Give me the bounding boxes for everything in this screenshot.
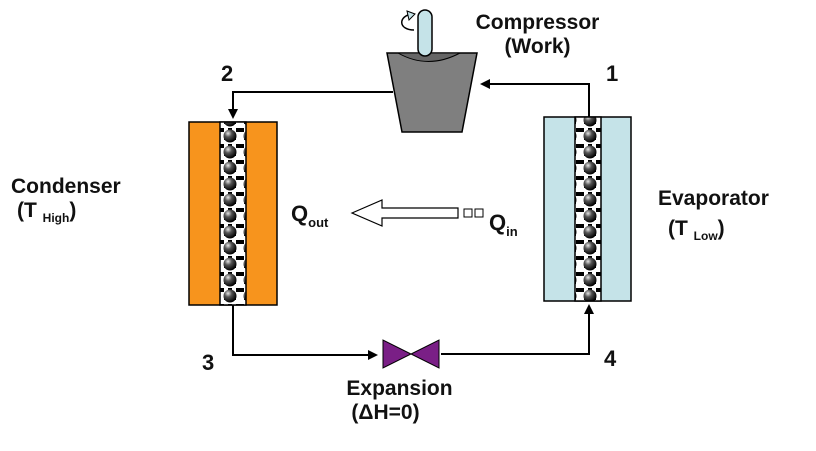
heat-arrow-tail-block-2 — [463, 208, 473, 218]
compressor-shaft — [417, 9, 433, 57]
condenser — [188, 121, 278, 306]
expansion-valve-left-icon — [382, 339, 413, 369]
heat-arrow-icon — [350, 199, 459, 227]
flow-line-3-to-expansion — [232, 305, 378, 360]
evaporator-label: Evaporator (T Low) — [658, 187, 769, 244]
expansion-title: Expansion — [346, 377, 453, 400]
compressor-label: Compressor (Work) — [460, 11, 615, 59]
compressor-rim — [396, 52, 461, 62]
heat-transfer-arrow — [350, 199, 484, 227]
state-1-label: 1 — [606, 61, 619, 86]
flow-line-1-to-compressor — [480, 79, 590, 117]
expansion-subtitle: (ΔH=0) — [351, 401, 420, 425]
condenser-temp-suffix: ) — [69, 199, 77, 223]
evaporator — [543, 116, 632, 302]
flow-lines — [228, 79, 594, 360]
q-in-sub: in — [506, 224, 518, 239]
rotation-arrowhead-icon — [406, 10, 416, 21]
condenser-title: Condenser — [11, 175, 121, 198]
expansion-label: Expansion (ΔH=0) — [327, 377, 472, 425]
evaporator-bead-column — [574, 116, 602, 302]
compressor-title: Compressor — [475, 11, 600, 34]
condenser-label: Condenser (T High) — [11, 175, 121, 226]
compressor-subtitle: (Work) — [504, 35, 571, 59]
flow-line-4-to-evaporator — [441, 304, 594, 355]
evaporator-temp-suffix: ) — [717, 217, 725, 241]
condenser-temp: (T High) — [11, 199, 121, 226]
compressor — [386, 9, 478, 133]
expansion-valve — [382, 339, 440, 369]
evaporator-temp-prefix: (T — [668, 217, 694, 241]
evaporator-title: Evaporator — [658, 187, 769, 210]
q-in-label: Qin — [489, 210, 518, 240]
state-2-label: 2 — [221, 61, 234, 86]
q-in-main: Q — [489, 210, 507, 235]
state-3-label: 3 — [202, 350, 215, 375]
q-out-label: Qout — [291, 201, 328, 231]
flow-line-2-to-condenser — [228, 91, 393, 119]
expansion-valve-right-icon — [409, 339, 440, 369]
evaporator-temp: (T Low) — [658, 217, 769, 244]
heat-arrow-tail-block-1 — [474, 208, 484, 218]
condenser-temp-sub: High — [42, 211, 70, 226]
condenser-bead-column — [219, 121, 247, 306]
q-out-main: Q — [291, 201, 309, 226]
q-out-sub: out — [308, 215, 329, 230]
evaporator-temp-sub: Low — [693, 229, 718, 244]
condenser-temp-prefix: (T — [17, 199, 43, 223]
state-4-label: 4 — [604, 346, 617, 371]
compressor-body — [386, 52, 478, 133]
